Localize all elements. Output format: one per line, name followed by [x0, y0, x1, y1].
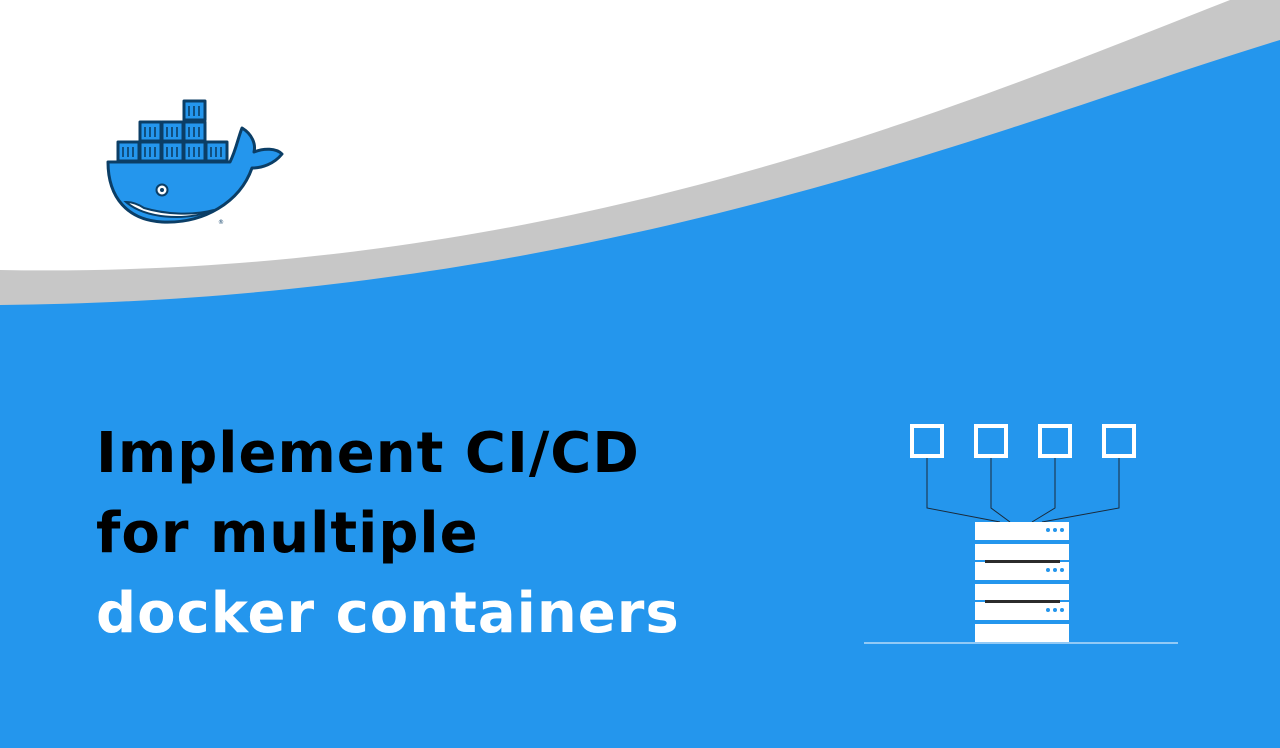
connector-line-2: [990, 458, 1011, 523]
headline-line-3: docker containers: [96, 581, 680, 646]
server-rack-illustration: [864, 424, 1178, 644]
svg-text:®: ®: [218, 219, 224, 226]
headline-line-2: for multiple: [96, 501, 479, 566]
container-icon-2: [974, 424, 1008, 458]
connector-line-1: [926, 458, 1001, 523]
connector-line-3: [1031, 458, 1056, 523]
container-icon-1: [910, 424, 944, 458]
container-icon-4: [1102, 424, 1136, 458]
white-top-area: [0, 0, 1230, 271]
docker-logo: ®: [106, 99, 284, 226]
connector-line-4: [1041, 458, 1120, 523]
headline: Implement CI/CD for multiple docker cont…: [96, 414, 680, 654]
server-stack: [975, 522, 1069, 642]
headline-line-1: Implement CI/CD: [96, 421, 640, 486]
container-icon-3: [1038, 424, 1072, 458]
